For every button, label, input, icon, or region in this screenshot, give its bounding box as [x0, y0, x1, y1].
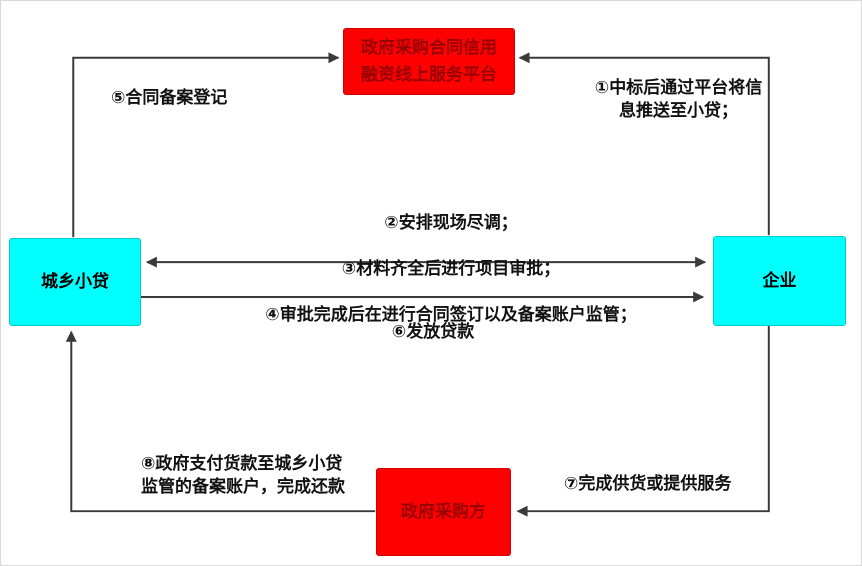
- process-line-project-approval: ③材料齐全后进行项目审批；: [341, 259, 561, 279]
- edge-label-steps-2-3-4: ②安排现场尽调； ③材料齐全后进行项目审批； ④审批完成后在进行合同签订以及备案…: [226, 189, 676, 350]
- edge-enterprise-to-purchaser-arrow: [516, 324, 770, 517]
- edge-enterprise-to-platform-arrow: [518, 52, 770, 236]
- node-government-purchaser: 政府采购方: [376, 468, 511, 556]
- node-financing-platform: 政府采购合同信用 融资线上服务平台: [343, 28, 515, 95]
- process-line-contract-signing: ④审批完成后在进行合同签订以及备案账户监管；: [265, 305, 637, 325]
- edge-label-step7-supply-or-service: ⑦完成供货或提供服务: [564, 474, 732, 494]
- edge-label-step1-push-info: ①中标后通过平台将信 息推送至小贷；: [594, 78, 763, 121]
- edge-lender-to-platform-arrow: [72, 52, 340, 238]
- edge-label-step5-contract-registration: ⑤合同备案登记: [111, 88, 228, 108]
- process-line-due-diligence: ②安排现场尽调；: [384, 213, 518, 233]
- node-enterprise: 企业: [713, 236, 846, 326]
- edge-purchaser-to-lender-arrow: [65, 330, 376, 513]
- edge-label-step6-loan-disbursement: ⑥发放贷款: [391, 322, 475, 342]
- node-urban-rural-microloan: 城乡小贷: [9, 238, 141, 326]
- edge-label-step8-repayment: ⑧政府支付货款至城乡小贷 监管的备案账户，完成还款: [141, 454, 345, 497]
